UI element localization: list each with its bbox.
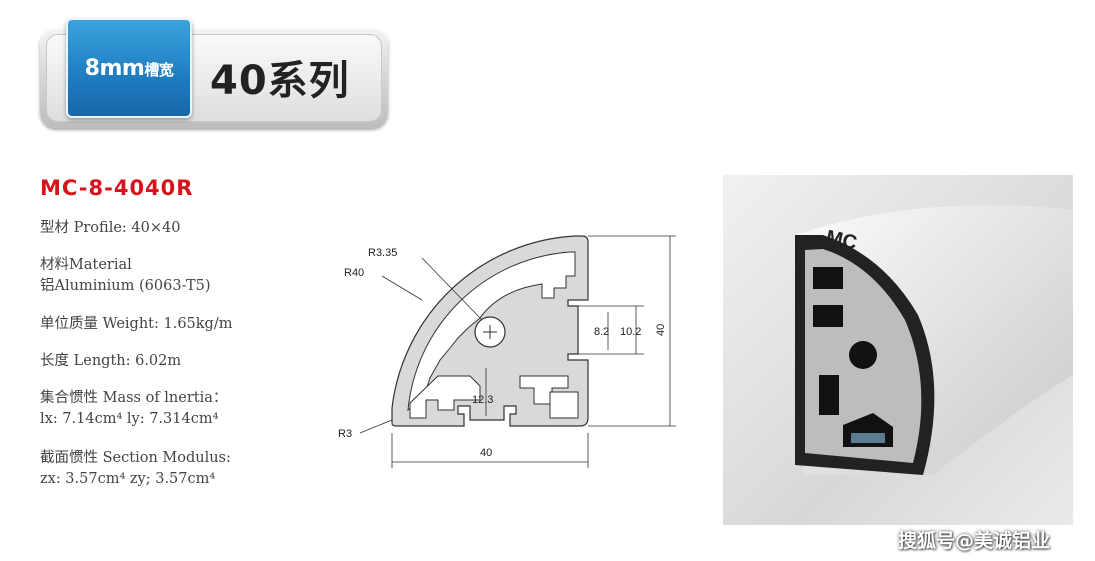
label-8-2: 8.2 <box>594 326 609 338</box>
slot-width-tab: 8mm槽宽 <box>66 18 192 118</box>
spec-line: 单位质量 Weight: 1.65kg/m <box>40 316 233 332</box>
spec-line: 集合惯性 Mass of lnertia： <box>40 390 228 406</box>
label-10-2: 10.2 <box>620 326 641 338</box>
label-r40: R40 <box>344 267 364 279</box>
slot-label: 槽宽 <box>144 61 174 79</box>
product-photo: MC <box>723 175 1073 525</box>
square-cavity <box>549 391 579 419</box>
spec-modulus: 截面惯性 Section Modulus: zx: 3.57cm⁴ zy; 3.… <box>40 448 231 490</box>
label-height-40: 40 <box>655 324 667 336</box>
slot-width-label: 8mm槽宽 <box>68 56 190 81</box>
label-width-40: 40 <box>480 447 492 459</box>
lower-cavity <box>409 375 481 419</box>
spec-material: 材料Material 铝Aluminium (6063-T5) <box>40 255 211 297</box>
profile-cross-section-drawing: R3.35 R40 R3 12.3 8.2 10.2 40 40 <box>338 235 676 468</box>
spec-line: 铝Aluminium (6063-T5) <box>40 278 211 294</box>
spec-inertia: 集合惯性 Mass of lnertia： lx: 7.14cm⁴ ly: 7.… <box>40 388 227 430</box>
watermark: 搜狐号@美诚铝业 <box>898 530 1051 552</box>
spec-line: 型材 Profile: 40×40 <box>40 220 181 236</box>
label-r3: R3 <box>338 428 352 440</box>
spec-line: lx: 7.14cm⁴ ly: 7.314cm⁴ <box>40 411 219 427</box>
spec-line: 长度 Length: 6.02m <box>40 353 182 369</box>
spec-weight: 单位质量 Weight: 1.65kg/m <box>40 314 232 335</box>
spec-line: zx: 3.57cm⁴ zy; 3.57cm⁴ <box>40 471 216 487</box>
extrusion-render: MC <box>795 205 1073 476</box>
label-12-3: 12.3 <box>472 394 493 406</box>
spec-line: 截面惯性 Section Modulus: <box>40 450 231 466</box>
spec-line: 材料Material <box>40 257 132 273</box>
spec-profile: 型材 Profile: 40×40 <box>40 218 180 239</box>
series-title: 40系列 <box>210 58 350 104</box>
slot-size: 8mm <box>84 56 145 81</box>
label-r335: R3.35 <box>368 247 397 259</box>
model-number: MC-8-4040R <box>40 176 194 200</box>
profile-inner-arc <box>407 251 576 412</box>
spec-length: 长度 Length: 6.02m <box>40 351 181 372</box>
